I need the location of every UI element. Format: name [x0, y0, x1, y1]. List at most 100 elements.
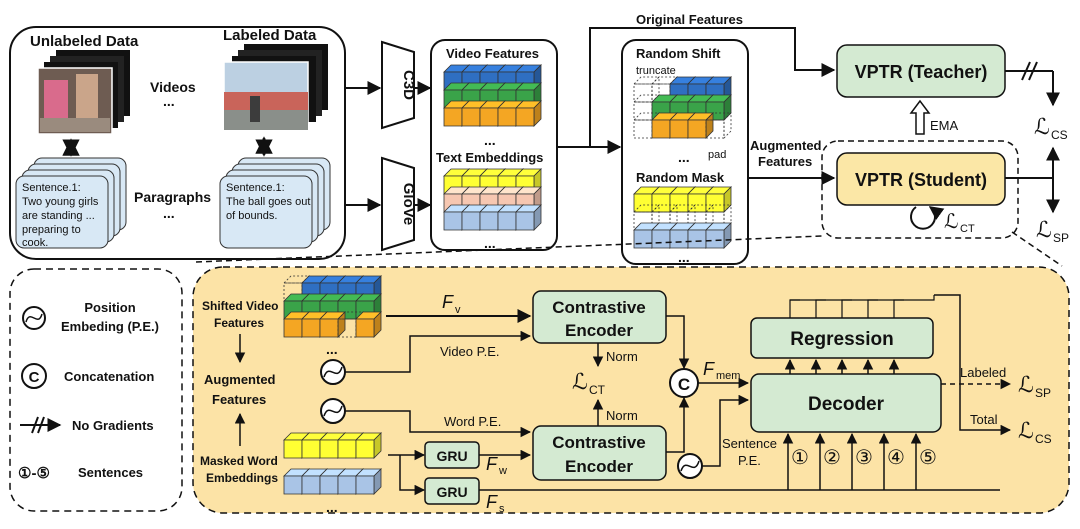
video-features-grid	[443, 64, 542, 127]
zoom-line-right	[1011, 231, 1063, 267]
teacher-label: VPTR (Teacher)	[855, 62, 988, 82]
sentence-number-5: ⑤	[919, 445, 937, 469]
decoder-box	[750, 373, 942, 433]
glove-encoder	[381, 156, 415, 252]
norm-top-label: Norm	[606, 349, 638, 364]
sentence-left-line-2: Two young girls	[22, 196, 99, 208]
sentence-pe-arrow	[702, 394, 750, 467]
total-label: Total	[970, 412, 998, 427]
sentence-number-3: ③	[855, 445, 873, 469]
text-embeddings-grid	[443, 168, 542, 231]
loss-sp-top: ℒ SP	[1036, 217, 1069, 245]
decoder-label: Decoder	[808, 394, 885, 415]
contrastive-encoder-top	[532, 290, 667, 344]
fmem-label: F	[703, 359, 715, 379]
cube	[515, 100, 542, 127]
shifted-video-features-1: Shifted Video	[202, 299, 278, 313]
ce-bottom-line-1: Contrastive	[552, 433, 646, 452]
word-pe-label: Word P.E.	[444, 414, 501, 429]
sentence-left-line-5: cook.	[22, 237, 48, 249]
sentence-left-line-3: are standing ...	[22, 210, 95, 222]
detail-word-ellipsis: ...	[326, 499, 338, 515]
augmented-features-label-2: Features	[758, 154, 812, 169]
svg-text:ℒ: ℒ	[1018, 418, 1034, 443]
unlabeled-video-stack	[37, 50, 130, 135]
cube	[705, 112, 732, 139]
word-to-gru2-arrow	[399, 455, 426, 496]
concat-node: C	[669, 368, 699, 398]
ema-arrow	[909, 99, 931, 135]
random-mask-ellipsis: ...	[678, 249, 690, 265]
sentence-number-2: ②	[823, 445, 841, 469]
random-mask-grid	[633, 186, 732, 249]
word-pe-arrow	[345, 410, 532, 438]
loss-sp-detail-sub: SP	[1035, 386, 1051, 400]
norm-bottom-label: Norm	[606, 408, 638, 423]
sentence-number-1: ①	[791, 445, 809, 469]
svg-text:ℒ: ℒ	[944, 211, 958, 233]
augmented-features-label-1: Augmented	[750, 138, 822, 153]
word-pe-symbol	[320, 398, 346, 424]
paragraphs-ellipsis: ...	[163, 205, 175, 221]
cube	[705, 186, 732, 213]
fs-sub: s	[499, 503, 505, 515]
labeled-sentence-cards: Sentence.1: The ball goes out of bounds.	[219, 157, 331, 249]
random-shift-label: Random Shift	[636, 46, 721, 61]
fs-label: F	[486, 492, 498, 512]
sentences-symbol: ①-⑤	[18, 465, 50, 482]
sentence-right-line-3: of bounds.	[226, 210, 277, 222]
gru-label-2: GRU	[436, 484, 467, 500]
video-pe-label: Video P.E.	[440, 344, 500, 359]
student-region	[821, 140, 1019, 239]
student-label: VPTR (Student)	[855, 170, 987, 190]
labeled-data-label: Labeled Data	[223, 27, 317, 44]
concat-node-letter: C	[678, 375, 690, 394]
legend-sentences: Sentences	[78, 465, 143, 480]
sentence-left-line-4: preparing to	[22, 224, 81, 236]
detail-video-grid	[283, 275, 382, 338]
detail-video-ellipsis: ...	[326, 341, 338, 357]
loss-sp-detail: ℒ SP	[1018, 372, 1051, 400]
svg-text:ℒ: ℒ	[1036, 217, 1052, 242]
svg-text:ℒ: ℒ	[572, 369, 588, 394]
loss-ct-top-sub: CT	[960, 223, 975, 235]
total-arrow	[934, 294, 1012, 436]
ce-bottom-to-concat-arrow	[666, 396, 690, 453]
regression-output-links	[789, 295, 935, 318]
regression-output-bus	[790, 295, 935, 301]
loss-ct-detail: ℒ CT	[572, 369, 606, 397]
unlabeled-data-label: Unlabeled Data	[30, 33, 139, 50]
legend-pe-1: Position	[84, 300, 135, 315]
sentence-pe-symbol	[677, 453, 703, 479]
loss-sp-top-sub: SP	[1053, 231, 1069, 245]
legend-no-gradients: No Gradients	[72, 418, 154, 433]
fmem-sub: mem	[716, 370, 740, 382]
no-grad-mark-2	[1028, 61, 1038, 81]
ct-loop	[910, 206, 945, 230]
loss-ct-detail-sub: CT	[589, 383, 606, 397]
cube	[705, 222, 732, 249]
fw-label: F	[486, 454, 498, 474]
sentence-right-line-2: The ball goes out	[226, 196, 310, 208]
loss-cs-detail-sub: CS	[1035, 432, 1052, 446]
cube	[355, 432, 382, 459]
contrastive-encoder-bottom	[532, 425, 667, 481]
ema-label: EMA	[930, 118, 959, 133]
loss-cs-top: ℒ CS	[1034, 114, 1068, 142]
masked-word-2: Embeddings	[206, 471, 278, 485]
original-features-label: Original Features	[636, 12, 743, 27]
glove-label: GloVe	[400, 183, 417, 226]
detail-augmented-1: Augmented	[204, 372, 276, 387]
no-grad-mark-1	[1021, 61, 1031, 81]
detail-word-grid	[283, 432, 382, 495]
loss-ct-top: ℒ CT	[944, 211, 975, 235]
random-shift-grid	[633, 76, 732, 139]
gru-box-2	[424, 477, 480, 505]
sentence-left-line-1: Sentence.1:	[22, 182, 81, 194]
loss-cs-detail: ℒ CS	[1018, 418, 1052, 446]
fw-sub: w	[498, 465, 507, 477]
ce-bottom-line-2: Encoder	[565, 457, 633, 476]
text-embeddings-ellipsis: ...	[484, 235, 496, 251]
